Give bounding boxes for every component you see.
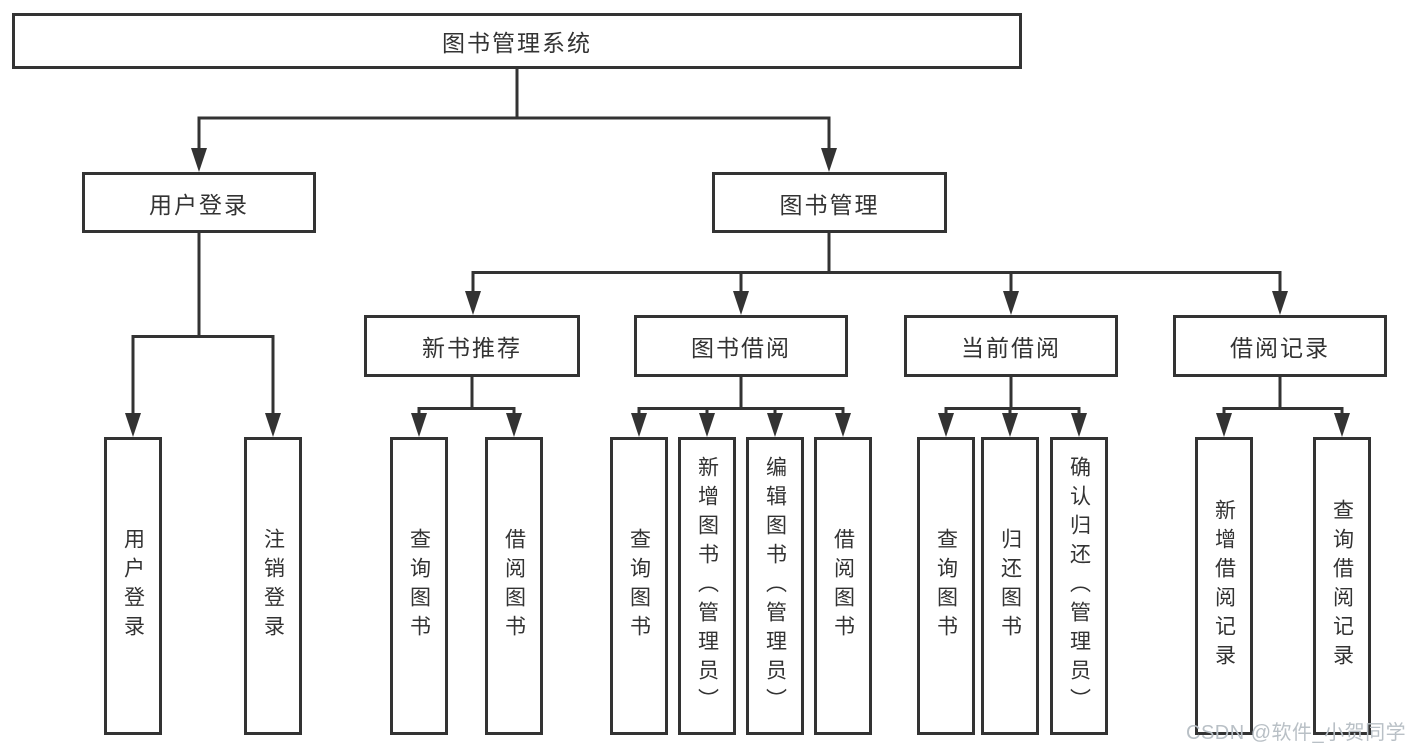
node-new-book-recommend: 新书推荐 — [364, 315, 580, 377]
node-book-borrowing: 图书借阅 — [634, 315, 848, 377]
leaf-label: 借阅图书 — [502, 528, 526, 644]
leaf-br-add-record: 新增借阅记录 — [1195, 437, 1253, 735]
leaf-label: 编辑图书（管理员） — [763, 455, 787, 717]
leaf-bb-borrow-books: 借阅图书 — [814, 437, 872, 735]
leaf-label: 用户登录 — [121, 528, 145, 644]
leaf-label: 借阅图书 — [831, 528, 855, 644]
leaf-user-login: 用户登录 — [104, 437, 162, 735]
leaf-label: 归还图书 — [998, 528, 1022, 644]
leaf-bb-edit-books-admin: 编辑图书（管理员） — [746, 437, 804, 735]
node-current-borrowing: 当前借阅 — [904, 315, 1118, 377]
leaf-label: 新增图书（管理员） — [695, 455, 719, 717]
leaf-bb-query-books: 查询图书 — [610, 437, 668, 735]
leaf-bb-add-books-admin: 新增图书（管理员） — [678, 437, 736, 735]
leaf-label: 新增借阅记录 — [1212, 499, 1236, 673]
node-user-login: 用户登录 — [82, 172, 316, 233]
leaf-cb-confirm-return-admin: 确认归还（管理员） — [1050, 437, 1108, 735]
leaf-cb-return-books: 归还图书 — [981, 437, 1039, 735]
leaf-label: 查询图书 — [934, 528, 958, 644]
leaf-label: 查询图书 — [407, 528, 431, 644]
leaf-cb-query-books: 查询图书 — [917, 437, 975, 735]
leaf-logout: 注销登录 — [244, 437, 302, 735]
watermark: CSDN @软件_小贺同学 — [1186, 722, 1405, 744]
leaf-rec-query-books: 查询图书 — [390, 437, 448, 735]
leaf-label: 注销登录 — [261, 528, 285, 644]
leaf-rec-borrow-books: 借阅图书 — [485, 437, 543, 735]
leaf-label: 确认归还（管理员） — [1067, 455, 1091, 717]
leaf-br-query-record: 查询借阅记录 — [1313, 437, 1371, 735]
node-book-management: 图书管理 — [712, 172, 947, 233]
node-root-system: 图书管理系统 — [12, 13, 1022, 69]
leaf-label: 查询图书 — [627, 528, 651, 644]
leaf-label: 查询借阅记录 — [1330, 499, 1354, 673]
node-borrowing-records: 借阅记录 — [1173, 315, 1387, 377]
